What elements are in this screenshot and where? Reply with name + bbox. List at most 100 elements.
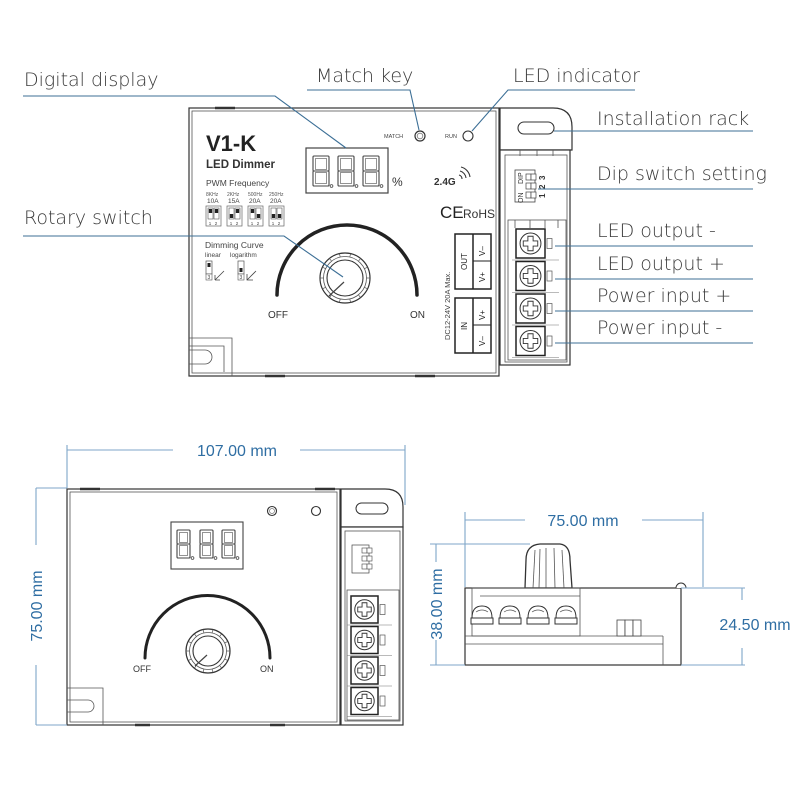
dim-side-total-height: 38.00 mm — [429, 568, 446, 639]
dim-width: 107.00 mm — [197, 443, 277, 460]
seven-segment-digit — [362, 155, 384, 188]
svg-text:500Hz: 500Hz — [248, 192, 263, 198]
log-curve-icon — [246, 270, 257, 281]
svg-text:20A: 20A — [249, 198, 261, 205]
seven-segment-digit — [337, 155, 359, 188]
mount-slot-bottom — [189, 349, 213, 365]
svg-text:1: 1 — [251, 221, 254, 226]
svg-text:250Hz: 250Hz — [269, 192, 284, 198]
seven-segment-digit — [221, 529, 240, 560]
curve-dip-log[interactable]: 3 — [237, 260, 257, 281]
svg-text:15A: 15A — [228, 198, 240, 205]
svg-text:2: 2 — [278, 221, 281, 226]
run-label: RUN — [445, 134, 457, 140]
model-name: V1-K — [206, 131, 256, 156]
input-label-block: IN V+ V– — [454, 297, 492, 354]
curve-log-label: logarithm — [230, 252, 257, 259]
digital-display: % — [305, 147, 403, 194]
side-terminal — [498, 605, 522, 625]
screw-terminal[interactable] — [350, 686, 386, 716]
callout-rotary-switch: Rotary switch — [24, 207, 153, 229]
rack-slot — [517, 121, 555, 135]
screw-terminal[interactable] — [515, 293, 553, 324]
screw-terminal[interactable] — [515, 260, 553, 292]
dim-side-width: 75.00 mm — [547, 513, 618, 530]
rotary-knob[interactable] — [319, 252, 371, 304]
callout-power-input-plus: Power input + — [597, 285, 731, 307]
callout-installation-rack: Installation rack — [597, 108, 749, 130]
dim-height: 75.00 mm — [29, 570, 46, 641]
screw-terminal[interactable] — [350, 625, 386, 655]
front-dimension-view: OFF ON 107.00 mm 75.00 mm — [29, 443, 406, 727]
side-terminal — [526, 605, 550, 625]
svg-text:OFF: OFF — [133, 664, 151, 674]
led-indicator — [462, 130, 474, 142]
seven-segment-digit — [199, 529, 218, 560]
screw-terminal[interactable] — [350, 595, 386, 624]
screw-terminal[interactable] — [350, 656, 386, 685]
svg-text:ON: ON — [260, 664, 274, 674]
callout-led-output-minus: LED output - — [597, 220, 716, 242]
svg-text:IN: IN — [460, 322, 469, 330]
rohs-mark: RoHS — [463, 207, 495, 221]
svg-text:V+: V+ — [478, 310, 487, 320]
screw-terminal[interactable] — [515, 228, 553, 259]
svg-text:1: 1 — [209, 221, 212, 226]
output-label-block: OUT V– V+ — [454, 233, 492, 290]
svg-text:V+: V+ — [478, 272, 487, 282]
svg-text:V–: V– — [478, 336, 487, 346]
callout-led-output-plus: LED output + — [597, 253, 725, 275]
svg-text:1: 1 — [230, 221, 233, 226]
wireless-label: 2.4G — [434, 177, 456, 188]
svg-text:3: 3 — [538, 175, 547, 180]
svg-text:3: 3 — [208, 275, 211, 281]
seven-segment-digit — [312, 155, 334, 188]
on-label: ON — [410, 310, 425, 321]
svg-text:OUT: OUT — [460, 253, 469, 270]
off-label: OFF — [268, 310, 288, 321]
dip-switch-side[interactable]: ON DIP 1 2 3 — [514, 169, 547, 204]
pwm-title: PWM Frequency — [206, 178, 270, 188]
side-dimension-view: 75.00 mm 38.00 mm 24.50 mm — [429, 512, 791, 666]
svg-text:1: 1 — [538, 193, 547, 198]
svg-text:2: 2 — [257, 221, 260, 226]
ce-mark: CE — [440, 203, 464, 222]
display-unit: % — [392, 175, 403, 189]
screw-terminal[interactable] — [515, 325, 553, 357]
product-subtitle: LED Dimmer — [206, 159, 276, 171]
svg-text:2KHz: 2KHz — [227, 192, 240, 198]
side-terminal — [554, 605, 578, 625]
svg-text:3: 3 — [240, 275, 243, 281]
callout-led-indicator: LED indicator — [513, 65, 640, 87]
svg-text:V–: V– — [478, 246, 487, 256]
seven-segment-digit — [176, 529, 195, 560]
curve-dip-linear[interactable]: 3 — [205, 260, 225, 281]
rating-label: DC12-24V 20A Max. — [443, 272, 452, 340]
svg-text:2: 2 — [215, 221, 218, 226]
side-knob — [524, 543, 573, 589]
callout-digital-display: Digital display — [24, 69, 158, 91]
match-label: MATCH — [384, 134, 403, 140]
side-terminal — [470, 605, 494, 625]
dim-side-body-height: 24.50 mm — [719, 617, 790, 634]
callout-match-key: Match key — [316, 65, 413, 87]
callout-dip-switch: Dip switch setting — [597, 163, 767, 185]
linear-curve-icon — [214, 270, 225, 281]
dial-arc — [275, 223, 419, 297]
svg-text:2: 2 — [236, 221, 239, 226]
dip-on-label: ON — [518, 193, 525, 204]
svg-text:8KHz: 8KHz — [206, 192, 219, 198]
dip-dip-label: DIP — [518, 172, 525, 184]
svg-text:2: 2 — [538, 184, 547, 189]
svg-text:20A: 20A — [270, 198, 282, 205]
curve-linear-label: linear — [205, 252, 222, 259]
wireless-icon — [458, 166, 471, 180]
callout-power-input-minus: Power input - — [597, 317, 722, 339]
curve-title: Dimming Curve — [205, 240, 264, 250]
svg-text:10A: 10A — [207, 198, 219, 205]
